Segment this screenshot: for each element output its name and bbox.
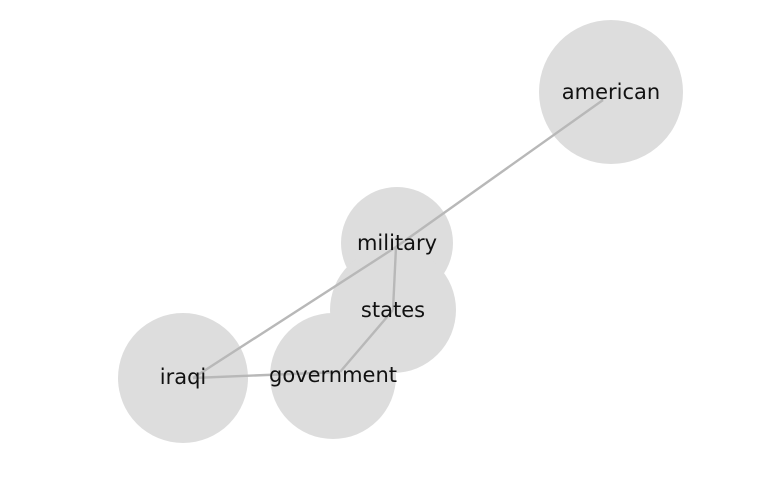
node-label-american: american xyxy=(562,80,660,104)
labels-layer: american military states iraqi government xyxy=(160,80,660,389)
node-label-military: military xyxy=(357,231,437,255)
edges-layer xyxy=(192,99,604,380)
node-label-states: states xyxy=(361,298,425,322)
edge-military-iraqi xyxy=(192,245,397,380)
node-label-iraqi: iraqi xyxy=(160,365,207,389)
edge-iraqi-government xyxy=(192,370,341,380)
edge-states-government xyxy=(339,309,394,373)
nodes-layer xyxy=(118,20,683,443)
edge-american-military xyxy=(395,99,604,248)
node-american xyxy=(539,20,683,164)
edge-military-states xyxy=(391,246,398,311)
node-label-government: government xyxy=(269,363,397,387)
node-iraqi xyxy=(118,313,248,443)
